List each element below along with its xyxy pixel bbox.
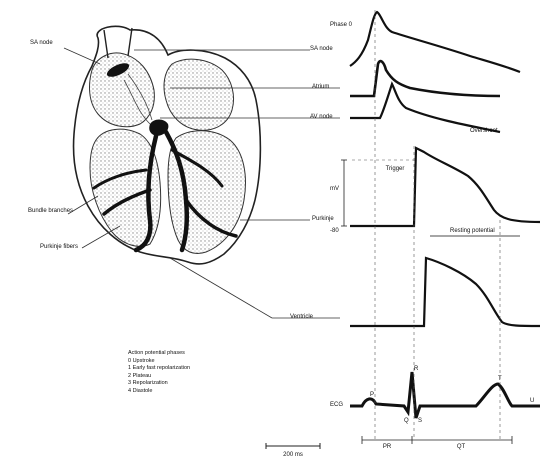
ecg-trace: [350, 372, 540, 418]
interval-brackets: [362, 436, 512, 444]
time-scale-bar: [266, 443, 320, 449]
legend-item: 1 Early fast repolarization: [128, 365, 190, 373]
mv-scale-bar: [341, 160, 347, 226]
ecg-label: ECG: [330, 402, 343, 409]
pr-label: PR: [372, 444, 402, 451]
u-label: U: [530, 398, 534, 405]
av-node-label: AV node: [310, 114, 333, 121]
time-scale-label: 200 ms: [266, 452, 320, 459]
atrium-label: Atrium: [312, 84, 329, 91]
legend-item: 2 Plateau: [128, 373, 190, 381]
sa-node-trace: [350, 12, 520, 72]
legend-title: Action potential phases: [128, 350, 190, 358]
ventricle-trace: [350, 258, 540, 326]
phase-legend: Action potential phases 0 Upstroke 1 Ear…: [128, 350, 190, 396]
sa-node-label: SA node: [30, 40, 53, 47]
atrium-trace: [350, 61, 500, 96]
qt-label: QT: [446, 444, 476, 451]
resting-label: Resting potential: [450, 228, 495, 235]
overshoot-label: Overshoot: [470, 128, 498, 135]
s-label: S: [418, 418, 422, 425]
ventricle-label: Ventricle: [290, 314, 313, 321]
r-label: R: [414, 366, 418, 373]
action-potential-traces: [350, 12, 540, 418]
legend-item: 0 Upstroke: [128, 358, 190, 366]
trigger-label: Trigger: [380, 166, 410, 173]
t-label: T: [498, 376, 502, 383]
purkinje-fibers-label: Purkinje fibers: [40, 244, 78, 251]
p-label: P: [370, 392, 374, 399]
minus80-label: -80: [330, 228, 339, 235]
left-atrium: [164, 59, 234, 130]
bundle-branches-label: Bundle branches: [28, 208, 73, 215]
legend-item: 4 Diastole: [128, 388, 190, 396]
q-label: Q: [404, 418, 409, 425]
purkinje-label: Purkinje: [312, 216, 334, 223]
heart-illustration: [74, 26, 261, 264]
sa-node-trace-label: SA node: [310, 46, 333, 53]
phase-label: Phase 0: [330, 22, 352, 29]
mv-label: mV: [330, 186, 339, 193]
legend-item: 3 Repolarization: [128, 380, 190, 388]
